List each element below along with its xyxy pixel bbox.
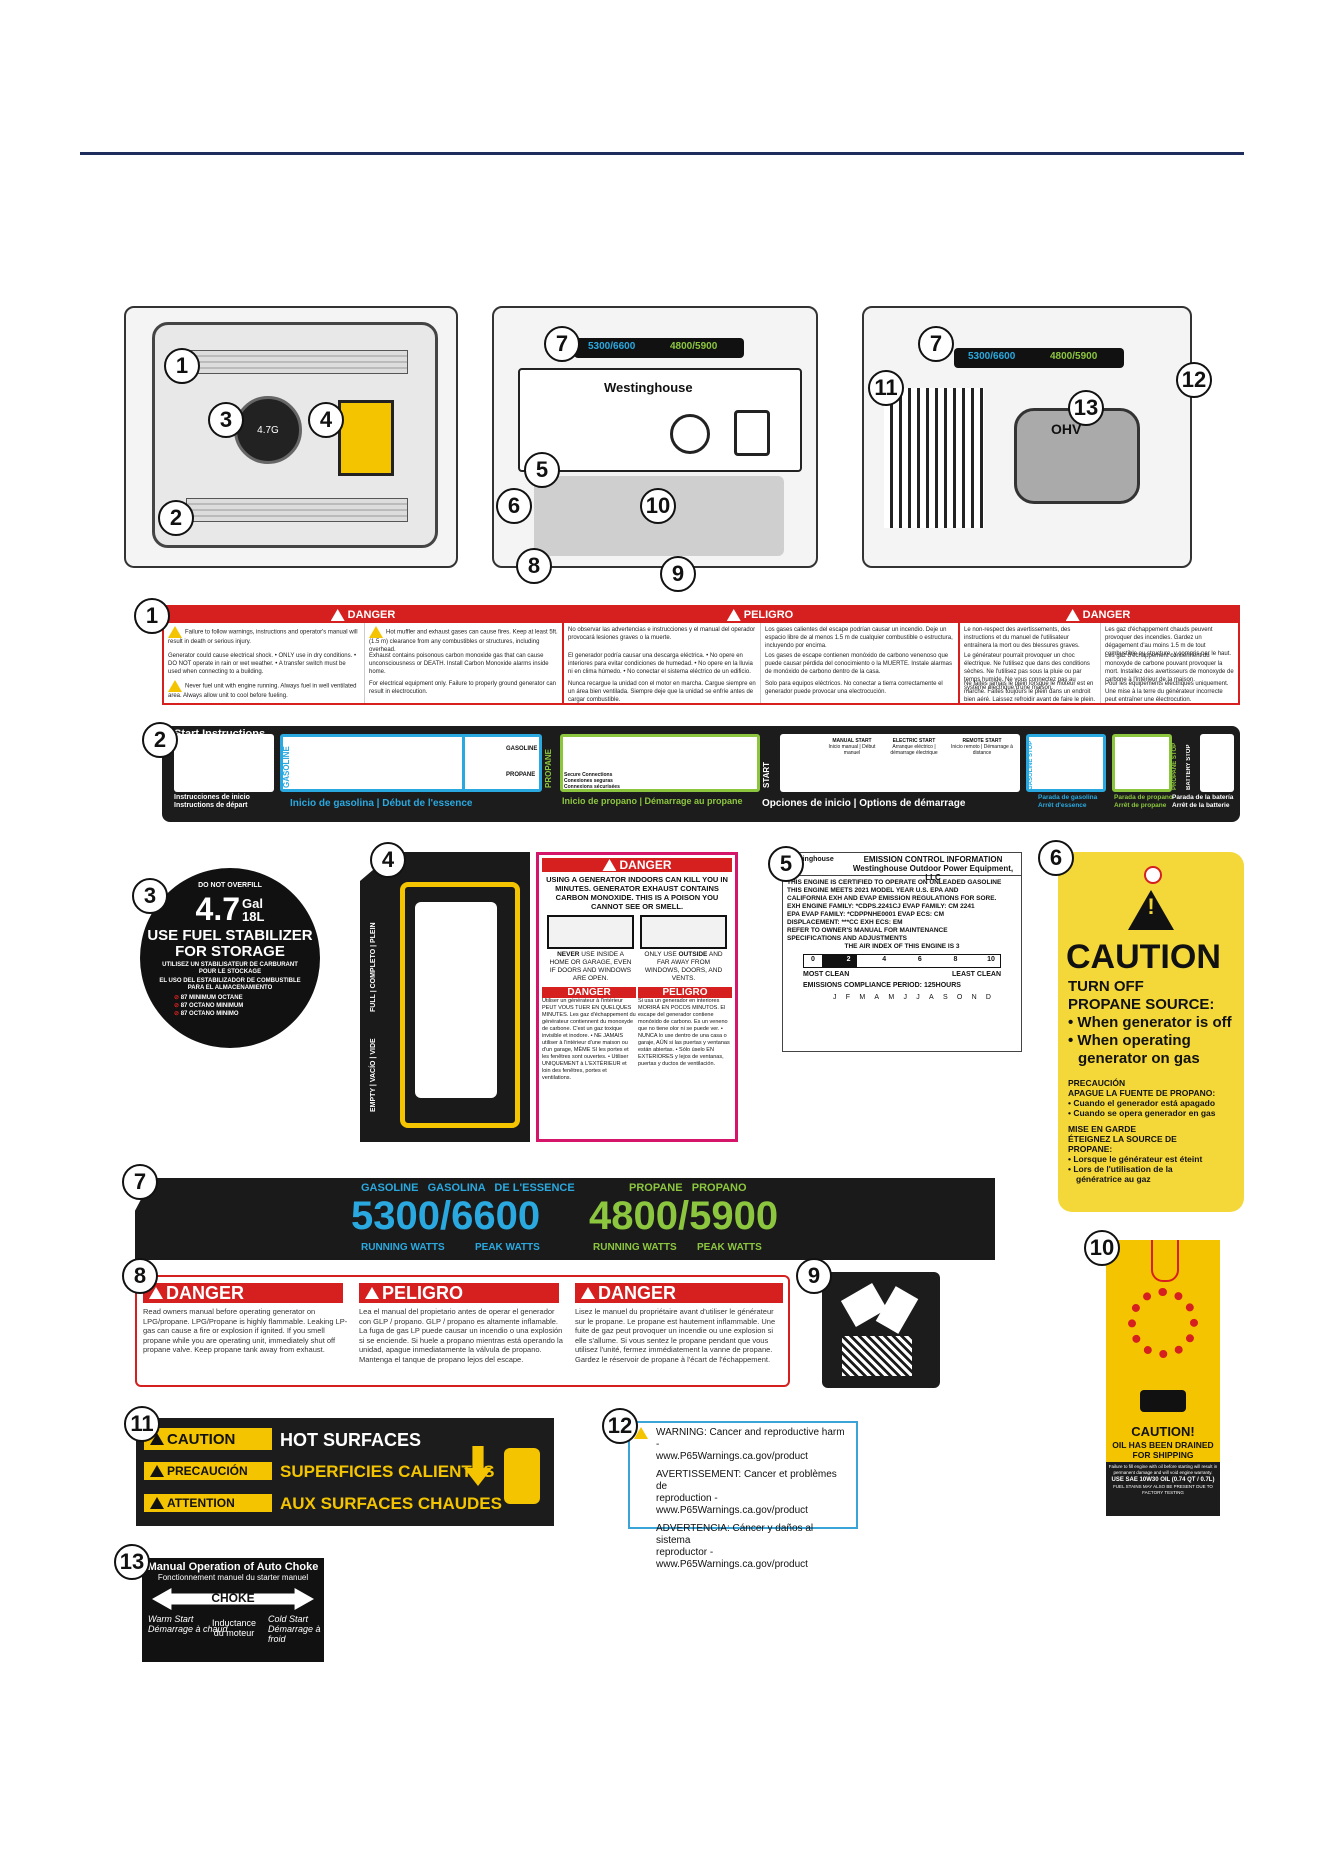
hot-surface-hand-icon <box>504 1448 540 1504</box>
generator-side-view: 5300/6600 4800/5900 OHV <box>862 306 1192 568</box>
callout-8: 8 <box>516 548 552 584</box>
callout-4: 4 <box>370 842 406 878</box>
callout-7: 7 <box>122 1164 158 1200</box>
callout-6: 6 <box>1038 840 1074 876</box>
callout-6: 6 <box>496 488 532 524</box>
generator-front-view: 5300/6600 4800/5900 Westinghouse <box>492 306 818 568</box>
callout-12: 12 <box>602 1408 638 1444</box>
generator-top-view: 4.7G <box>124 306 458 568</box>
propane-danger-label: DANGER PELIGRO DANGER Read owners manual… <box>135 1275 790 1387</box>
callout-10: 10 <box>1084 1230 1120 1266</box>
brand-logo: Westinghouse <box>604 380 693 395</box>
callout-11: 11 <box>868 370 904 406</box>
callout-7: 7 <box>918 326 954 362</box>
start-instructions-label: Start Instructions GASOLINE GASOLINE PRO… <box>162 726 1240 822</box>
hot-surfaces-label: CAUTION HOT SURFACES PRECAUCIÓN SUPERFIC… <box>136 1418 554 1526</box>
prop65-warning-label: WARNING: Cancer and reproductive harm -w… <box>628 1421 858 1570</box>
callout-9: 9 <box>796 1258 832 1294</box>
header-rule <box>80 152 1244 155</box>
auto-choke-label: Manual Operation of Auto Choke Fonctionn… <box>142 1558 324 1662</box>
callout-10: 10 <box>640 488 676 524</box>
callout-7: 7 <box>544 326 580 362</box>
callout-3: 3 <box>132 878 168 914</box>
callout-2: 2 <box>158 500 194 536</box>
callout-13: 13 <box>114 1544 150 1580</box>
co-danger-gauge-label: FULL | COMPLETO | PLEIN EMPTY | VACÍO | … <box>360 852 738 1142</box>
outlet <box>734 410 770 456</box>
emission-control-label: Westinghouse EMISSION CONTROL INFORMATIO… <box>782 852 1022 1052</box>
callout-12: 12 <box>1176 362 1212 398</box>
outlet <box>670 414 710 454</box>
wattage-label: GASOLINE GASOLINA DE L'ESSENCE 5300/6600… <box>135 1178 995 1260</box>
fuel-gauge <box>338 400 394 476</box>
double-arrow-icon <box>152 1588 314 1610</box>
danger-label-1: DANGER PELIGRO DANGER Failure to follow … <box>162 605 1240 705</box>
callout-13: 13 <box>1068 390 1104 426</box>
callout-4: 4 <box>308 402 344 438</box>
fuel-pour-icon-label <box>822 1272 940 1388</box>
callout-2: 2 <box>142 722 178 758</box>
callout-11: 11 <box>124 1406 160 1442</box>
display-strip: 5300/6600 4800/5900 <box>574 338 744 358</box>
callout-9: 9 <box>660 556 696 592</box>
fuel-cap: 4.7G <box>234 396 302 464</box>
gear-icon <box>1128 1288 1198 1358</box>
callout-5: 5 <box>524 452 560 488</box>
filter-icon <box>875 1286 919 1334</box>
callout-1: 1 <box>164 348 200 384</box>
oil-can-icon <box>1140 1390 1186 1412</box>
callout-1: 1 <box>134 598 170 634</box>
display-strip: 5300/6600 4800/5900 <box>954 348 1124 368</box>
callout-8: 8 <box>122 1258 158 1294</box>
callout-5: 5 <box>768 846 804 882</box>
callout-3: 3 <box>208 402 244 438</box>
